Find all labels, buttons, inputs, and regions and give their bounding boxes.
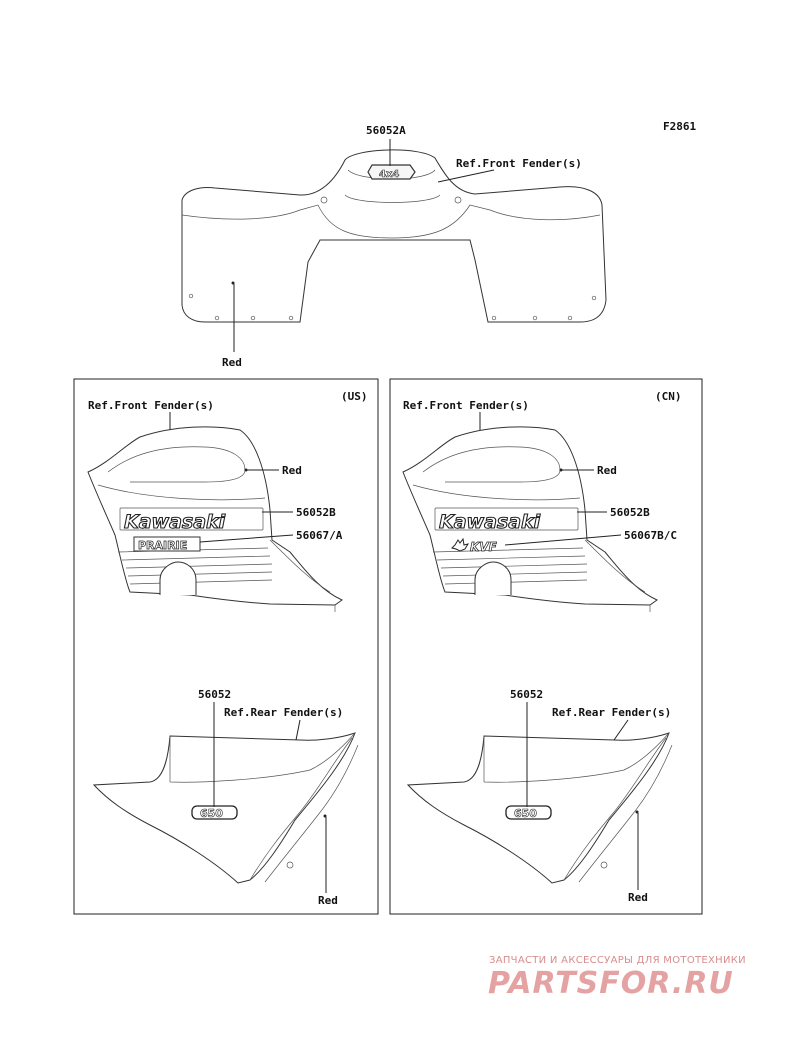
cn-kawasaki-text: Kawasaki: [439, 511, 541, 533]
us-kawasaki-decal: Kawasaki: [119, 507, 264, 534]
figure-code: F2861: [663, 120, 696, 133]
decal-4x4: 4x4: [367, 164, 416, 180]
label-us-red-rear: Red: [318, 894, 338, 907]
us-650-decal: 650: [191, 805, 238, 820]
us-prairie-decal: PRAIRIE: [133, 536, 201, 552]
panel-us-region: (US): [341, 390, 368, 403]
label-cn-ref-rear-fender: Ref.Rear Fender(s): [552, 706, 671, 719]
panel-cn: (CN) Ref.Front Fender(s) Kawasaki KVF Re…: [389, 378, 703, 915]
label-cn-56052b: 56052B: [610, 506, 650, 519]
decal-4x4-text: 4x4: [379, 169, 399, 180]
top-front-fender: 4x4: [181, 149, 607, 323]
cn-650-text: 650: [514, 807, 537, 820]
cn-rear-fender: 650: [406, 732, 673, 884]
us-rear-fender: 650: [92, 732, 359, 884]
label-cn-red-rear: Red: [628, 891, 648, 904]
panel-us: (US) Ref.Front Fender(s) Kawasaki PRAIRI…: [73, 378, 379, 915]
cn-kvf-text: KVF: [470, 540, 498, 554]
label-cn-ref-front-fender: Ref.Front Fender(s): [403, 399, 529, 412]
label-cn-56067bc: 56067B/C: [624, 529, 677, 542]
us-front-fender-side: Kawasaki PRAIRIE: [87, 426, 343, 612]
label-cn-red-front: Red: [597, 464, 617, 477]
label-us-56052: 56052: [198, 688, 231, 701]
label-us-ref-rear-fender: Ref.Rear Fender(s): [224, 706, 343, 719]
label-us-56067a: 56067/A: [296, 529, 343, 542]
maple-leaf-icon: [451, 537, 470, 552]
panel-cn-frame: [389, 378, 703, 915]
cn-650-decal: 650: [505, 805, 552, 820]
label-cn-56052: 56052: [510, 688, 543, 701]
label-ref-front-fender-top: Ref.Front Fender(s): [456, 157, 582, 170]
watermark: ЗАПЧАСТИ И АКСЕССУАРЫ ДЛЯ МОТОТЕХНИКИ PA…: [488, 955, 746, 1001]
label-us-ref-front-fender: Ref.Front Fender(s): [88, 399, 214, 412]
panel-us-frame: [73, 378, 379, 915]
watermark-logo: PARTSFOR.RU: [488, 966, 734, 1001]
watermark-tagline: ЗАПЧАСТИ И АКСЕССУАРЫ ДЛЯ МОТОТЕХНИКИ: [489, 955, 746, 966]
cn-kawasaki-decal: Kawasaki: [434, 507, 579, 534]
us-prairie-text: PRAIRIE: [138, 539, 187, 552]
label-red-top: Red: [222, 356, 242, 369]
us-650-text: 650: [200, 807, 223, 820]
cn-kvf-decal: KVF: [451, 537, 498, 554]
panel-cn-region: (CN): [655, 390, 682, 403]
label-us-56052b: 56052B: [296, 506, 336, 519]
cn-front-fender-side: Kawasaki KVF: [402, 426, 658, 612]
label-us-red-front: Red: [282, 464, 302, 477]
us-kawasaki-text: Kawasaki: [124, 511, 226, 533]
label-56052a: 56052A: [366, 124, 406, 137]
